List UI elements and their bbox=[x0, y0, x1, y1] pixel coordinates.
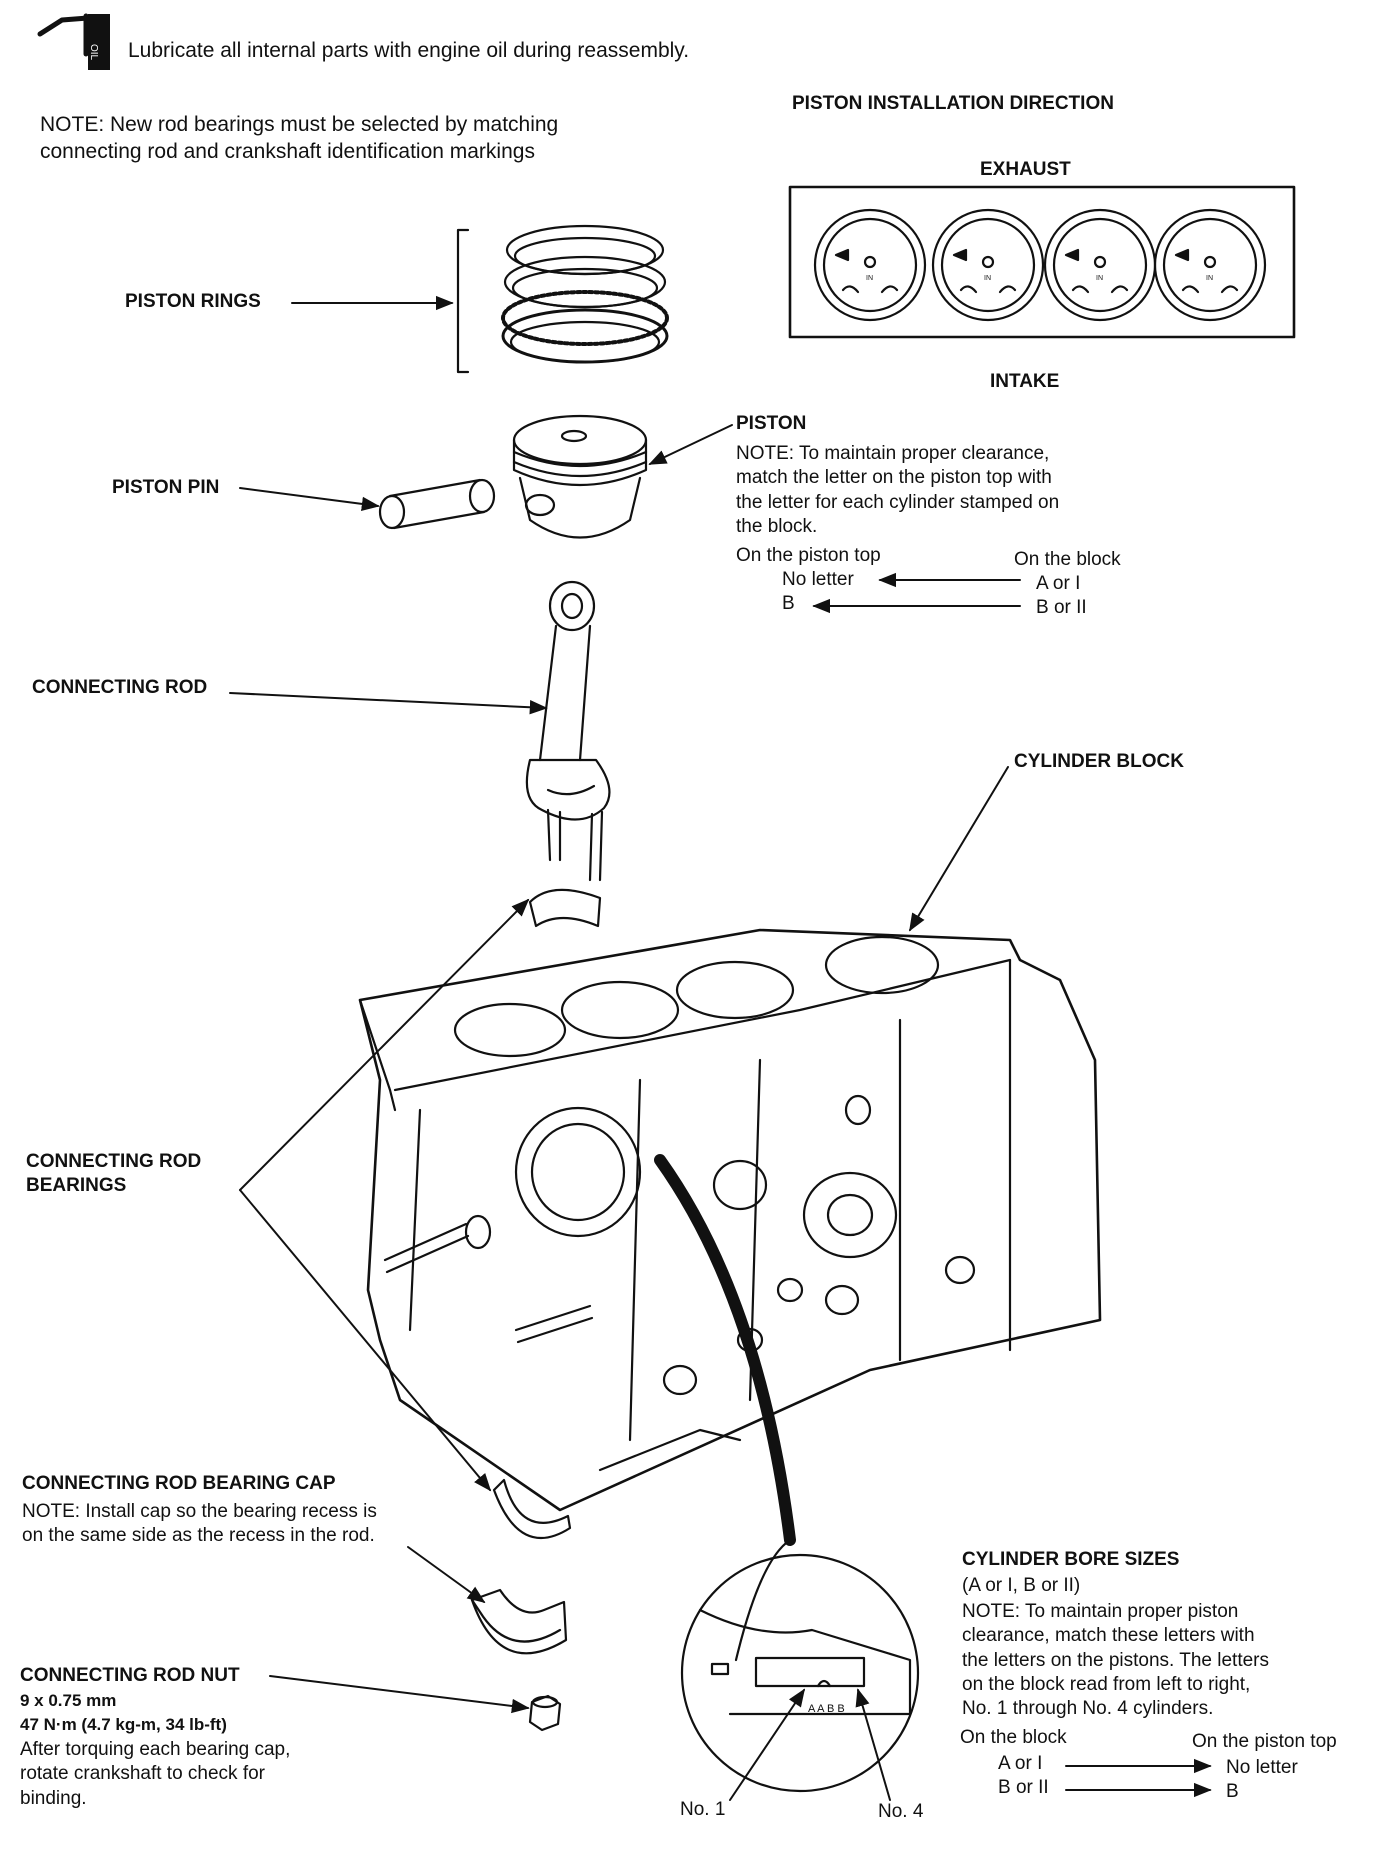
rod-nut-drawing bbox=[528, 1694, 562, 1732]
label-piston: PISTON bbox=[736, 413, 807, 434]
rod-nut-size: 9 x 0.75 mm bbox=[20, 1691, 117, 1710]
rod-nut-torque: 47 N·m (4.7 kg-m, 34 lb-ft) bbox=[20, 1715, 227, 1734]
rod-bearing-lower bbox=[492, 1478, 572, 1539]
piston-drawing bbox=[512, 414, 648, 539]
svg-text:IN: IN bbox=[1096, 275, 1103, 282]
piston-rings-drawing bbox=[456, 224, 669, 374]
label-no4: No. 4 bbox=[878, 1801, 924, 1822]
oil-can-icon: OIL bbox=[37, 13, 110, 70]
bore-row2-right: B bbox=[1226, 1781, 1239, 1802]
piston-pin-drawing bbox=[378, 478, 496, 530]
piston-top-1: IN bbox=[813, 208, 927, 322]
piston-row2-right: B or II bbox=[1036, 597, 1087, 618]
svg-text:A A B B: A A B B bbox=[808, 1703, 845, 1715]
bore-col-right: On the piston top bbox=[1192, 1731, 1337, 1752]
svg-text:IN: IN bbox=[866, 275, 873, 282]
piston-top-3: IN bbox=[1043, 208, 1157, 322]
piston-note: NOTE: To maintain proper clearance, matc… bbox=[736, 443, 1060, 537]
cylinder-block-drawing bbox=[358, 928, 1102, 1512]
label-cylinder-block: CYLINDER BLOCK bbox=[1014, 751, 1184, 772]
label-connecting-rod: CONNECTING ROD bbox=[32, 677, 208, 698]
bearing-cap-drawing bbox=[470, 1588, 568, 1655]
bore-row1-right: No letter bbox=[1226, 1757, 1298, 1778]
label-bearing-cap: CONNECTING ROD BEARING CAP bbox=[22, 1473, 336, 1494]
intake-label: INTAKE bbox=[990, 371, 1060, 392]
bore-note: NOTE: To maintain proper piston clearanc… bbox=[962, 1601, 1269, 1720]
piston-row2-left: B bbox=[782, 593, 795, 614]
piston-col-left: On the piston top bbox=[736, 545, 881, 566]
lubricate-instruction: Lubricate all internal parts with engine… bbox=[128, 39, 690, 62]
leader-lines bbox=[229, 295, 1212, 1801]
bore-row2-left: B or II bbox=[998, 1777, 1049, 1798]
bore-size-detail-circle: A A B B bbox=[654, 1154, 920, 1793]
label-bore-sizes: CYLINDER BORE SIZES bbox=[962, 1549, 1180, 1570]
direction-title: PISTON INSTALLATION DIRECTION bbox=[792, 93, 1114, 114]
bore-sub: (A or I, B or II) bbox=[962, 1575, 1081, 1596]
piston-top-4: IN bbox=[1153, 208, 1267, 322]
bearing-cap-note: NOTE: Install cap so the bearing recess … bbox=[22, 1501, 377, 1547]
label-no1: No. 1 bbox=[680, 1799, 726, 1820]
piston-row1-right: A or I bbox=[1036, 573, 1081, 594]
piston-top-2: IN bbox=[931, 208, 1045, 322]
rod-nut-note: After torquing each bearing cap, rotate … bbox=[20, 1739, 291, 1809]
svg-text:IN: IN bbox=[1206, 275, 1213, 282]
exhaust-label: EXHAUST bbox=[980, 159, 1071, 180]
header-note: NOTE: New rod bearings must be selected … bbox=[40, 113, 559, 163]
svg-text:OIL: OIL bbox=[88, 44, 99, 61]
bore-col-left: On the block bbox=[960, 1727, 1067, 1748]
bore-row1-left: A or I bbox=[998, 1753, 1043, 1774]
label-piston-rings: PISTON RINGS bbox=[125, 291, 261, 312]
piston-row1-left: No letter bbox=[782, 569, 854, 590]
label-piston-pin: PISTON PIN bbox=[112, 477, 220, 498]
svg-text:IN: IN bbox=[984, 275, 991, 282]
label-rod-bearings: CONNECTING ROD BEARINGS bbox=[26, 1151, 202, 1197]
rod-bearing-upper bbox=[528, 888, 602, 928]
piston-col-right: On the block bbox=[1014, 549, 1121, 570]
label-rod-nut: CONNECTING ROD NUT bbox=[20, 1665, 240, 1686]
connecting-rod-drawing bbox=[525, 580, 611, 882]
piston-direction-panel: IN IN IN IN bbox=[788, 185, 1296, 339]
